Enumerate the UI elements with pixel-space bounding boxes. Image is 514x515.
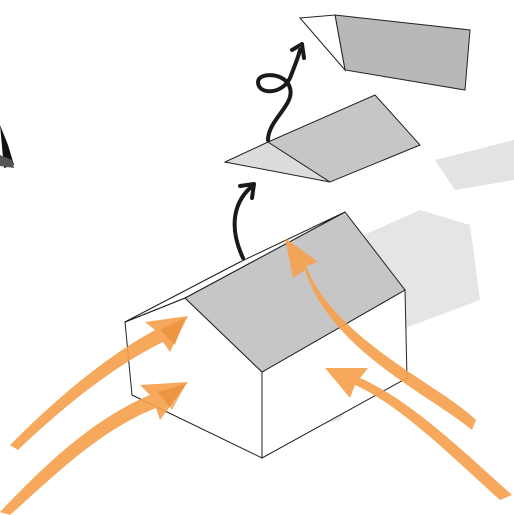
swirl-arrow-icon — [258, 44, 304, 140]
detached-roof-top — [300, 15, 470, 90]
roof-top-face — [335, 15, 470, 90]
curved-arrow-icon — [235, 184, 254, 258]
wind-arrow-icon — [0, 382, 188, 515]
partial-mark-icon — [0, 125, 14, 168]
detached-roof-middle — [225, 95, 420, 182]
roof-shadow — [435, 140, 514, 190]
